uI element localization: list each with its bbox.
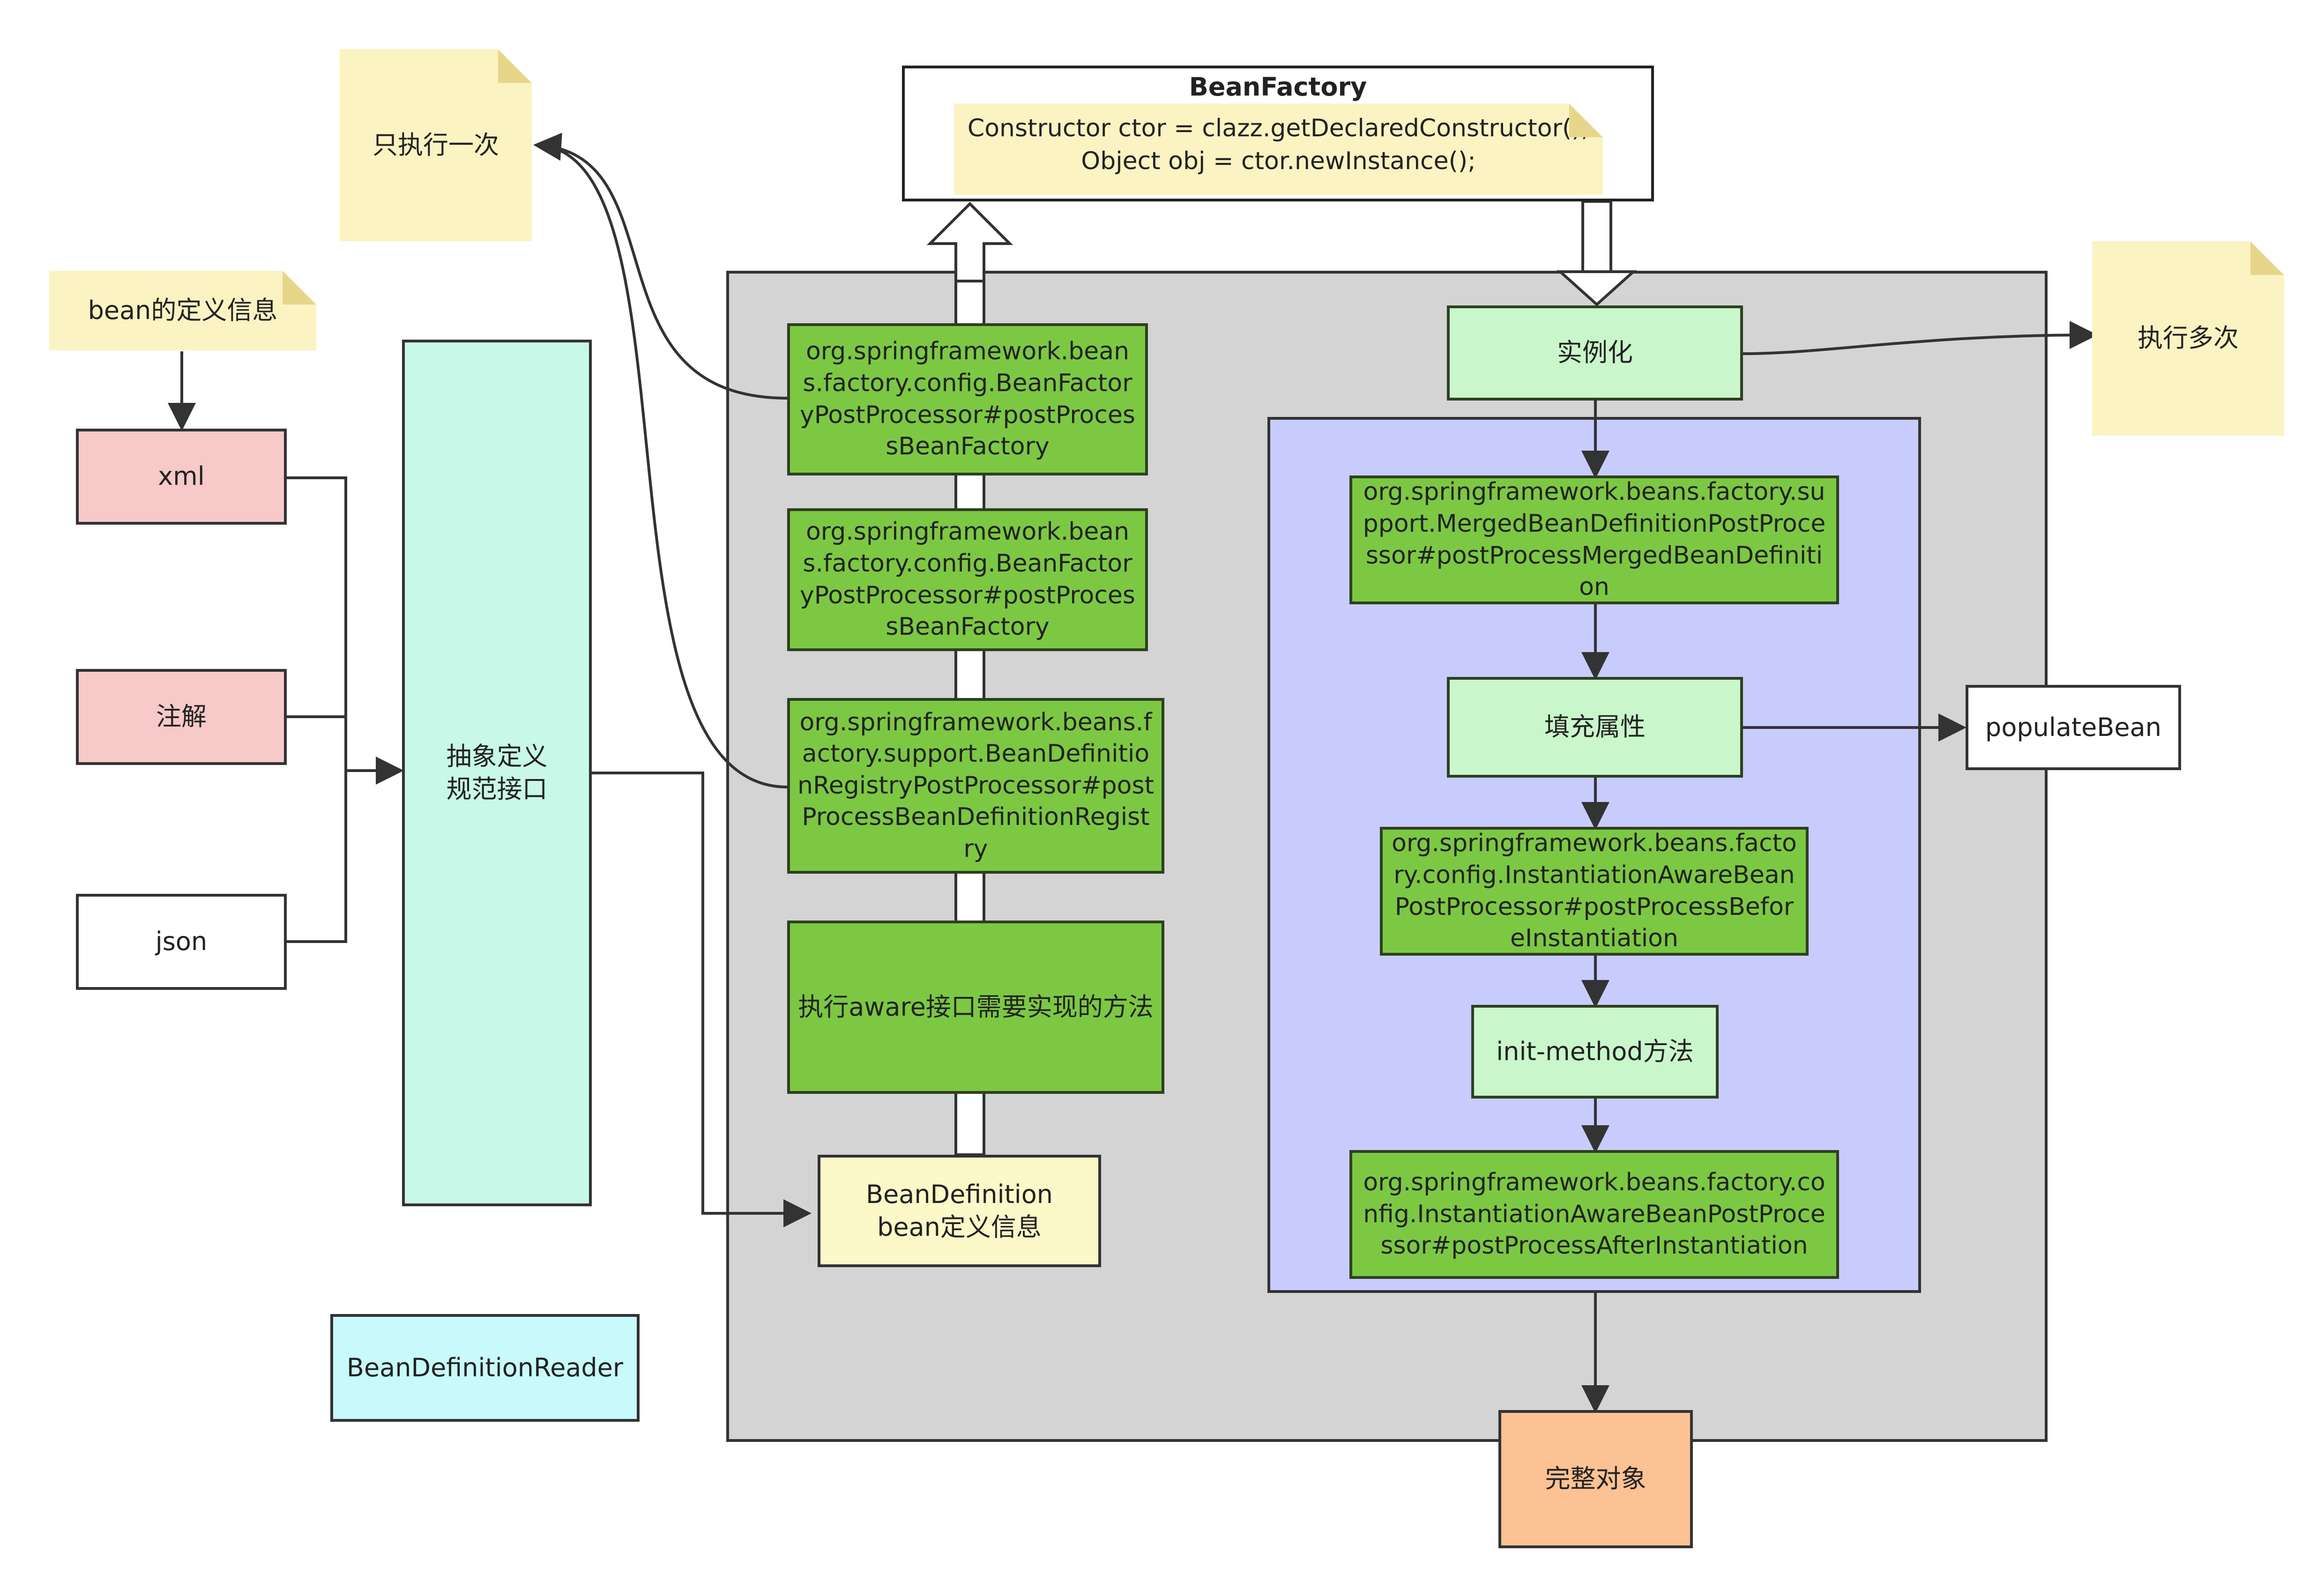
populate-properties-box: 填充属性 [1447, 677, 1743, 778]
note-bean-def-text: bean的定义信息 [88, 295, 278, 325]
code-line-1: Constructor ctor = clazz.getDeclaredCons… [967, 114, 1590, 142]
note-bean-definition-info: bean的定义信息 [49, 271, 316, 350]
init-method-label: init-method方法 [1496, 1036, 1694, 1066]
source-json-label: json [155, 927, 208, 957]
aware-label: 执行aware接口需要实现的方法 [798, 992, 1154, 1022]
abstract-definition-interface: 抽象定义规范接口 [402, 340, 592, 1206]
populate-bean-box: populateBean [1966, 685, 2181, 770]
after-instantiation-box: org.springframework.beans.factory.config… [1349, 1150, 1839, 1279]
bean-factory-code-note: Constructor ctor = clazz.getDeclaredCons… [954, 104, 1603, 195]
source-xml-label: xml [158, 461, 205, 491]
aware-box: 执行aware接口需要实现的方法 [787, 921, 1164, 1094]
bean-definition-reader: BeanDefinitionReader [330, 1314, 640, 1422]
source-json: json [76, 894, 287, 990]
init-method-box: init-method方法 [1471, 1005, 1719, 1099]
complete-object-box: 完整对象 [1498, 1410, 1693, 1548]
after-instantiation-label: org.springframework.beans.factory.config… [1363, 1168, 1825, 1260]
note-execute-many: 执行多次 [2092, 241, 2284, 436]
before-instantiation-label: org.springframework.beans.factory.config… [1392, 829, 1797, 953]
source-annotation-label: 注解 [156, 702, 207, 732]
note-fold-icon [498, 49, 532, 83]
note-once-text: 只执行一次 [372, 130, 499, 160]
source-xml: xml [76, 429, 287, 525]
note-fold-icon [283, 271, 316, 304]
merged-bdpp-box: org.springframework.beans.factory.suppor… [1349, 475, 1839, 604]
code-line-2: Object obj = ctor.newInstance(); [1081, 147, 1476, 176]
bfpp-1-label: org.springframework.beans.factory.config… [799, 337, 1136, 461]
merged-bdpp-label: org.springframework.beans.factory.suppor… [1363, 478, 1826, 601]
bean-definition-line1: BeanDefinition [865, 1179, 1053, 1209]
populate-bean-label: populateBean [1985, 712, 2161, 742]
instantiate-label: 实例化 [1557, 338, 1633, 368]
bfpp-box-1: org.springframework.beans.factory.config… [787, 323, 1148, 475]
source-annotation: 注解 [76, 669, 287, 765]
bdrpp-label: org.springframework.beans.factory.suppor… [797, 708, 1154, 863]
before-instantiation-box: org.springframework.beans.factory.config… [1380, 827, 1809, 956]
populate-properties-label: 填充属性 [1544, 712, 1646, 742]
bean-factory-box: BeanFactory Constructor ctor = clazz.get… [902, 66, 1654, 201]
bean-definition-box: BeanDefinition bean定义信息 [818, 1155, 1101, 1267]
instantiate-box: 实例化 [1447, 305, 1743, 401]
bfpp-2-label: org.springframework.beans.factory.config… [799, 518, 1136, 641]
note-execute-once: 只执行一次 [340, 49, 532, 241]
bfpp-box-2: org.springframework.beans.factory.config… [787, 508, 1148, 651]
note-many-text: 执行多次 [2138, 323, 2239, 353]
abstract-interface-label: 抽象定义规范接口 [446, 741, 548, 804]
bean-definition-reader-label: BeanDefinitionReader [346, 1352, 624, 1382]
complete-object-label: 完整对象 [1545, 1464, 1646, 1494]
note-fold-icon [1569, 104, 1603, 137]
note-fold-icon [2250, 241, 2284, 275]
bdrpp-box: org.springframework.beans.factory.suppor… [787, 698, 1164, 874]
bean-definition-line2: bean定义信息 [877, 1212, 1042, 1242]
bean-factory-title: BeanFactory [1189, 72, 1367, 102]
